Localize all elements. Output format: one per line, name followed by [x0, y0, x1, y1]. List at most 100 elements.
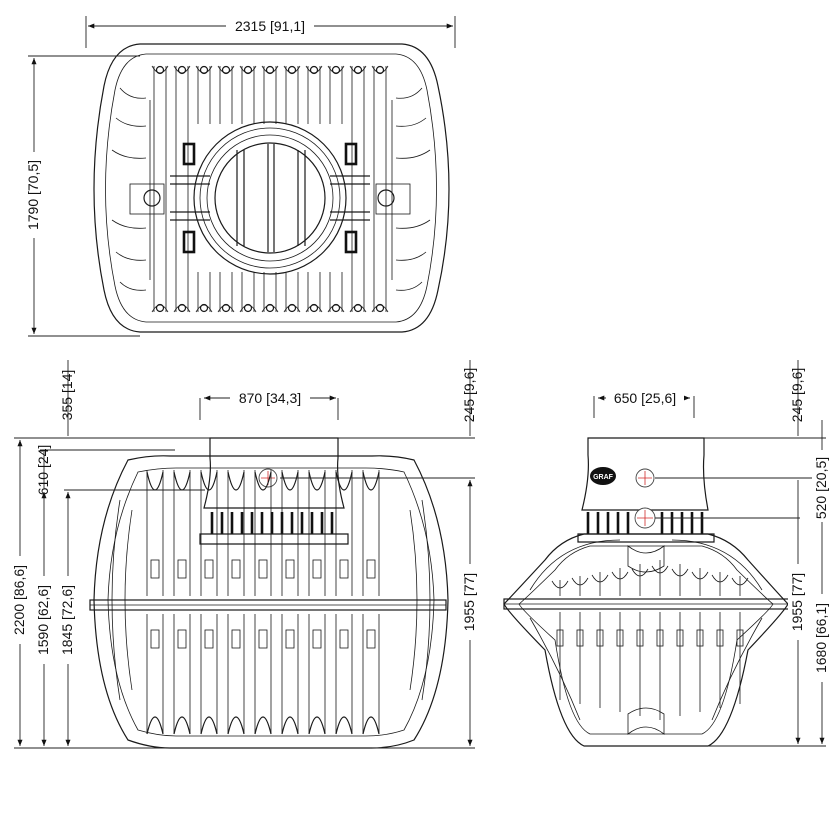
front-rib-slot [285, 629, 295, 649]
top-view-bolt-holes [155, 65, 385, 313]
dim-front-body-top: 1845 [72,6] [59, 585, 75, 655]
side-rib-slot [556, 629, 564, 647]
dim-front-height-right: 1955 [77] [461, 573, 477, 631]
bolt-hole [221, 303, 231, 313]
front-rib [362, 470, 380, 734]
front-rib-slot [258, 629, 268, 649]
neck-collar [577, 533, 715, 543]
side-rib-arc [611, 571, 629, 580]
front-rib-slot [204, 629, 214, 649]
top-view-side-fins [111, 87, 431, 291]
dim-side-cap: 245 [9,6] [789, 368, 805, 423]
front-rib-lobe [173, 471, 191, 491]
front-rib-lobe [281, 716, 299, 735]
bolt-hole [331, 65, 341, 75]
bolt-hole [155, 65, 165, 75]
side-rib-slot [636, 629, 644, 647]
bolt-hole [221, 65, 231, 75]
side-rib-arc [571, 577, 589, 586]
side-rib-slot [676, 629, 684, 647]
front-rib-slot [285, 559, 295, 579]
front-view-neck-bolts [199, 512, 349, 545]
front-dimensions: 870 [34,3] 2200 [86,6] 355 [14] 610 [24]… [10, 360, 478, 749]
side-rib-arc [671, 568, 689, 577]
front-rib [254, 470, 272, 734]
dim-front-body-height: 1590 [62,6] [35, 585, 51, 655]
side-rib-slot [736, 629, 744, 647]
side-view-neck [581, 437, 709, 511]
front-rib-lobe [362, 471, 380, 491]
dim-side-height: 1955 [77] [789, 573, 805, 631]
front-rib [308, 470, 326, 734]
top-rib [373, 66, 387, 312]
front-rib-lobe [335, 471, 353, 491]
top-view-access-openings [129, 121, 411, 275]
bolt-hole [177, 65, 187, 75]
front-rib-lobe [146, 471, 164, 491]
front-rib-slot [366, 629, 376, 649]
side-rib-arc [711, 574, 729, 583]
front-rib-lobe [308, 716, 326, 735]
bolt-hole [265, 303, 275, 313]
front-rib-slot [150, 559, 160, 579]
front-rib-lobe [335, 716, 353, 735]
side-view: GRAF [503, 437, 791, 747]
bolt-hole [287, 303, 297, 313]
bolt-hole [353, 303, 363, 313]
front-rib-lobe [227, 716, 245, 735]
side-rib-slot [576, 629, 584, 647]
top-view-ribs [151, 65, 389, 313]
front-rib [200, 470, 218, 734]
bolt-hole [199, 65, 209, 75]
front-rib [335, 470, 353, 734]
side-rib-arc [651, 565, 669, 574]
side-end-arc [529, 539, 763, 721]
side-view-body-inner [518, 545, 774, 735]
side-dimensions: 650 [25,6] 245 [9,6] 520 [20,5] 1955 [77… [593, 360, 830, 747]
bolt-hole [265, 65, 275, 75]
dim-top-width: 2315 [91,1] [235, 18, 305, 34]
front-rib-slot [312, 629, 322, 649]
front-rib [227, 470, 245, 734]
front-rib-lobe [227, 471, 245, 491]
front-rib-lobe [200, 471, 218, 491]
front-rib-lobe [254, 716, 272, 735]
top-view-clamps [170, 142, 370, 254]
front-view [89, 437, 449, 749]
dim-side-neck-width: 650 [25,6] [614, 390, 676, 406]
top-rib [285, 66, 299, 312]
side-rib-arc [631, 568, 649, 577]
top-rib [263, 66, 277, 312]
side-rib-slot [616, 629, 624, 647]
front-rib-lobe [200, 716, 218, 735]
side-rib-arc [731, 577, 749, 586]
front-rib-slot [339, 559, 349, 579]
front-rib-lobe [308, 471, 326, 491]
front-rib-lobe [146, 716, 164, 735]
bolt-hole [199, 303, 209, 313]
top-rib [329, 66, 343, 312]
side-rib-arc [691, 571, 709, 580]
top-rib [153, 66, 167, 312]
top-rib [175, 66, 189, 312]
front-rib-lobe [281, 471, 299, 491]
bolt-hole [243, 303, 253, 313]
front-rib [173, 470, 191, 734]
dim-front-cap: 245 [9,6] [461, 368, 477, 423]
top-rib [219, 66, 233, 312]
bolt-hole [353, 65, 363, 75]
front-rib-slot [231, 629, 241, 649]
front-rib-slot [339, 629, 349, 649]
side-view-pipes [634, 468, 656, 529]
bolt-hole [309, 65, 319, 75]
side-rib-arc [591, 574, 609, 583]
side-rib-slot [696, 629, 704, 647]
side-rib-slot [596, 629, 604, 647]
side-rib-slot [656, 629, 664, 647]
top-dimensions: 2315 [91,1] 1790 [70,5] [24, 16, 456, 337]
bolt-hole [177, 303, 187, 313]
top-rib [197, 66, 211, 312]
dim-front-neck-width: 870 [34,3] [239, 390, 301, 406]
front-rib-slot [231, 559, 241, 579]
